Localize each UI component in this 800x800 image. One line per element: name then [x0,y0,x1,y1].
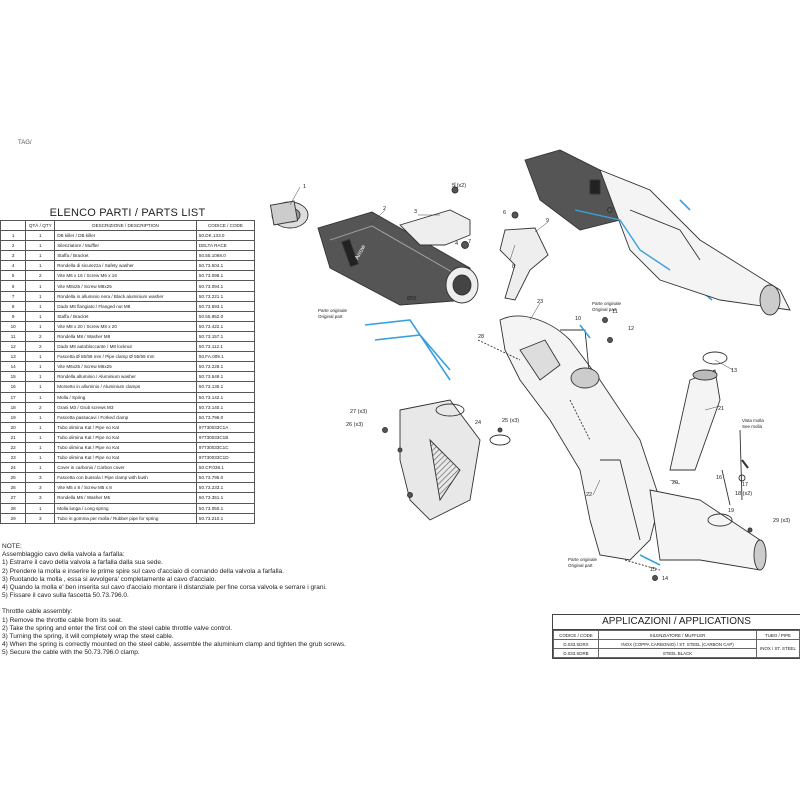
callout-8: 8 [512,264,515,270]
notes: NOTE: Assemblaggio cavo della valvola a … [2,543,547,658]
fasteners [382,186,753,581]
app-pipe: INOX / ST. STEEL [756,639,800,658]
callout-6: 6 [503,210,506,216]
callout-2: 2 [383,206,386,212]
callout-3: 3 [414,209,417,215]
callout-5: 5 (x2) [452,183,466,189]
callout-12: 12 [628,326,634,332]
exhaust-pipes [499,315,767,571]
parts-list-title: ELENCO PARTI / PARTS LIST [49,207,206,219]
callout-29: 29 (x3) [773,518,790,524]
applications-title: APPLICAZIONI / APPLICATIONS [553,615,800,630]
notes-it-step: 5) Fissare il cavo sulla fascetta 50.73.… [2,592,129,600]
callout-27: 27 (x3) [350,409,367,415]
callout-21: 21 [718,406,724,412]
pipe-clamp-part [707,513,733,527]
callout-19: 19 [728,508,734,514]
callout-16: 16 [716,475,722,481]
callout-28: 28 [478,334,484,340]
notes-en-step: 5) Secure the cable with the 50.73.796.0… [2,649,140,657]
callout-17: 17 [742,482,748,488]
notes-en-step: 2) Take the spring and enter the first c… [2,624,233,632]
notes-it-title: Assemblaggio cavo della valvola a farfal… [2,551,125,559]
throttle-cable-detail [721,429,749,506]
callout-1: 1 [303,184,306,190]
parts-list-table: QTÀ / QTY DESCRIZIONE / DESCRIPTION CODI… [0,220,256,524]
pipe-clamp-part [702,351,728,365]
corner-mark: TAG/ [18,140,32,146]
callout-labels: 1 2 3 5 (x2) 6 7 4 8 9 10 11 12 13 14 15… [303,183,790,582]
spring-part [624,559,661,571]
notes-it-step: 1) Estrarre il cavo della valvola a farf… [2,559,163,567]
carbon-cover-part [399,399,481,521]
part-number: 29 [0,512,27,524]
callout-22: 22 [586,492,592,498]
diameter-label: Ø55 [407,296,417,302]
callout-10: 10 [575,316,581,322]
callout-4: 4 [455,241,458,247]
notes-it-step: 3) Ruotando la molla , essa si avvolgera… [2,575,217,583]
notes-header: NOTE: [2,543,22,550]
notes-en-step: 3) Turning the spring, it will completel… [2,633,174,641]
callout-lines [289,182,734,496]
callout-7: 7 [468,239,471,245]
spring-part [569,399,591,441]
notes-en-step: 1) Remove the throttle cable from its se… [2,616,123,624]
pipe-clamp-part [435,403,465,417]
callout-18: 18 (x2) [735,491,752,497]
callout-11: 11 [612,309,618,315]
notes-it-step: 4) Quando la molla e' ben inserita sul c… [2,584,327,592]
notes-en-step: 4) When the spring is correctly mounted … [2,641,346,649]
notes-en-title: Throttle cable assembly: [2,608,73,616]
callout-25: 25 (x3) [502,418,519,424]
callout-20: 20 [672,480,678,486]
callout-9: 9 [546,218,549,224]
callout-15: 15 [650,567,656,573]
applications-table: APPLICAZIONI / APPLICATIONS CODICE / COD… [552,614,800,659]
pipe-clamp-part [489,434,511,446]
callout-24: 24 [475,420,481,426]
callout-23: 23 [537,299,543,305]
installed-view [524,149,791,316]
bracket-part-2 [499,227,549,301]
db-killer-part [269,200,309,229]
notes-it-step: 2) Prendere la molla e inserire le prime… [2,567,284,575]
part-code: 50.73.210.1 [195,512,256,524]
muffler-part [317,211,479,306]
callout-26: 26 (x3) [346,422,363,428]
spring-part [477,339,521,361]
callout-13: 13 [731,368,737,374]
callout-14: 14 [662,576,668,582]
bracket-part [399,209,471,246]
app-muffler: STEEL BLACK [598,648,757,658]
